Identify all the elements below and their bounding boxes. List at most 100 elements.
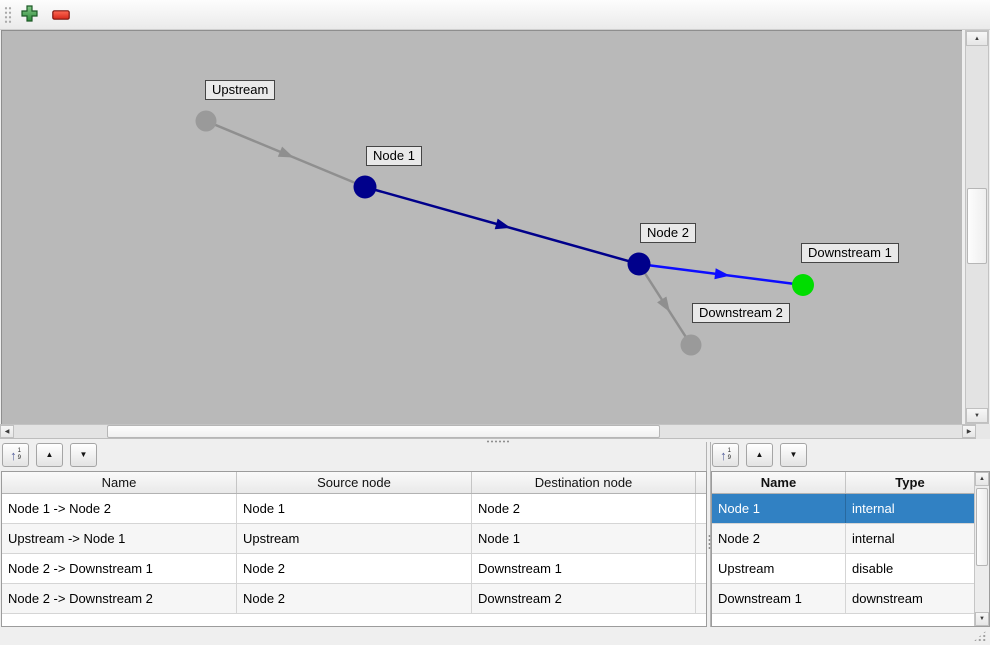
window-resize-grip[interactable] xyxy=(973,630,987,642)
edge-arrow-icon xyxy=(277,146,294,158)
status-bar xyxy=(0,627,990,645)
main-toolbar xyxy=(0,0,990,30)
move-node-up-button[interactable]: ▲ xyxy=(746,443,773,467)
graph-node[interactable] xyxy=(680,334,702,356)
table-cell: Node 1 xyxy=(712,494,846,523)
graph-node[interactable] xyxy=(195,110,217,132)
graph-drawing xyxy=(195,110,814,356)
table-cell: Node 2 xyxy=(237,554,472,583)
scroll-up-icon: ▲ xyxy=(979,476,985,482)
move-edge-down-button[interactable]: ▼ xyxy=(70,443,97,467)
scroll-right-button[interactable]: ▶ xyxy=(962,425,976,438)
edge-arrow-icon xyxy=(657,296,670,313)
edge-arrow-icon xyxy=(494,218,511,230)
column-header[interactable]: Source node xyxy=(237,472,472,493)
vertical-scrollbar-thumb[interactable] xyxy=(967,188,987,264)
sort-arrow-glyph: ↑ xyxy=(720,447,727,463)
sort-bottom-glyph: 9 xyxy=(727,455,731,461)
table-cell: Upstream xyxy=(237,524,472,553)
canvas-horizontal-scrollbar[interactable]: ◀ ▶ xyxy=(0,424,976,439)
horizontal-splitter[interactable] xyxy=(0,439,990,443)
scrollbar-corner xyxy=(976,424,990,439)
column-header[interactable]: Name xyxy=(712,472,846,493)
graph-node[interactable] xyxy=(353,175,377,199)
table-scrollbar-thumb[interactable] xyxy=(976,488,988,566)
node-label[interactable]: Upstream xyxy=(205,80,276,100)
remove-icon xyxy=(52,8,70,23)
table-cell: Node 2 xyxy=(712,524,846,553)
scroll-down-button[interactable]: ▼ xyxy=(966,408,988,423)
table-cell: Downstream 2 xyxy=(472,584,696,613)
header-gutter xyxy=(696,472,706,493)
column-header[interactable]: Type xyxy=(846,472,975,493)
node-label[interactable]: Node 2 xyxy=(640,223,696,243)
scroll-down-button[interactable]: ▼ xyxy=(975,612,989,626)
add-icon xyxy=(20,5,38,25)
column-header[interactable]: Name xyxy=(2,472,237,493)
remove-button[interactable] xyxy=(49,3,73,27)
move-edge-up-button[interactable]: ▲ xyxy=(36,443,63,467)
canvas-vertical-scrollbar[interactable]: ▲ ▼ xyxy=(965,30,989,424)
sort-top-glyph: 1 xyxy=(17,448,21,455)
down-triangle-icon: ▼ xyxy=(789,450,798,459)
table-cell: Downstream 1 xyxy=(712,584,846,613)
table-cell: Node 1 -> Node 2 xyxy=(2,494,237,523)
node-label[interactable]: Downstream 2 xyxy=(692,303,790,323)
graph-node[interactable] xyxy=(792,274,814,296)
table-cell: Node 2 -> Downstream 2 xyxy=(2,584,237,613)
move-node-down-button[interactable]: ▼ xyxy=(780,443,807,467)
node-label[interactable]: Downstream 1 xyxy=(801,243,899,263)
scroll-up-icon: ▲ xyxy=(974,35,980,42)
scroll-up-button[interactable]: ▲ xyxy=(975,472,989,486)
sort-bottom-glyph: 9 xyxy=(17,455,21,461)
splitter-grip-icon xyxy=(486,440,510,443)
table-cell: Downstream 1 xyxy=(472,554,696,583)
scroll-left-icon: ◀ xyxy=(4,429,10,435)
graph-node[interactable] xyxy=(627,252,651,276)
up-triangle-icon: ▲ xyxy=(755,450,764,459)
table-cell: Node 2 -> Downstream 1 xyxy=(2,554,237,583)
table-cell: internal xyxy=(846,494,975,523)
scroll-down-icon: ▼ xyxy=(974,412,980,419)
node-label[interactable]: Node 1 xyxy=(366,146,422,166)
nodes-table-scrollbar[interactable]: ▲ ▼ xyxy=(974,472,989,626)
column-header[interactable]: Destination node xyxy=(472,472,696,493)
table-cell: Upstream xyxy=(712,554,846,583)
table-cell: Upstream -> Node 1 xyxy=(2,524,237,553)
edge-arrow-icon xyxy=(714,268,730,280)
toolbar-grip-handle[interactable] xyxy=(4,5,12,24)
sort-top-glyph: 1 xyxy=(727,448,731,455)
table-cell: Node 1 xyxy=(237,494,472,523)
up-triangle-icon: ▲ xyxy=(45,450,54,459)
table-cell: Node 2 xyxy=(472,494,696,523)
sort-arrow-glyph: ↑ xyxy=(10,447,17,463)
table-cell: Node 2 xyxy=(237,584,472,613)
horizontal-scrollbar-thumb[interactable] xyxy=(107,425,660,438)
scroll-up-button[interactable]: ▲ xyxy=(966,31,988,46)
splitter-grip-icon xyxy=(708,534,711,550)
scroll-left-button[interactable]: ◀ xyxy=(0,425,14,438)
add-button[interactable] xyxy=(17,3,41,27)
table-cell: internal xyxy=(846,524,975,553)
table-cell: Node 1 xyxy=(472,524,696,553)
